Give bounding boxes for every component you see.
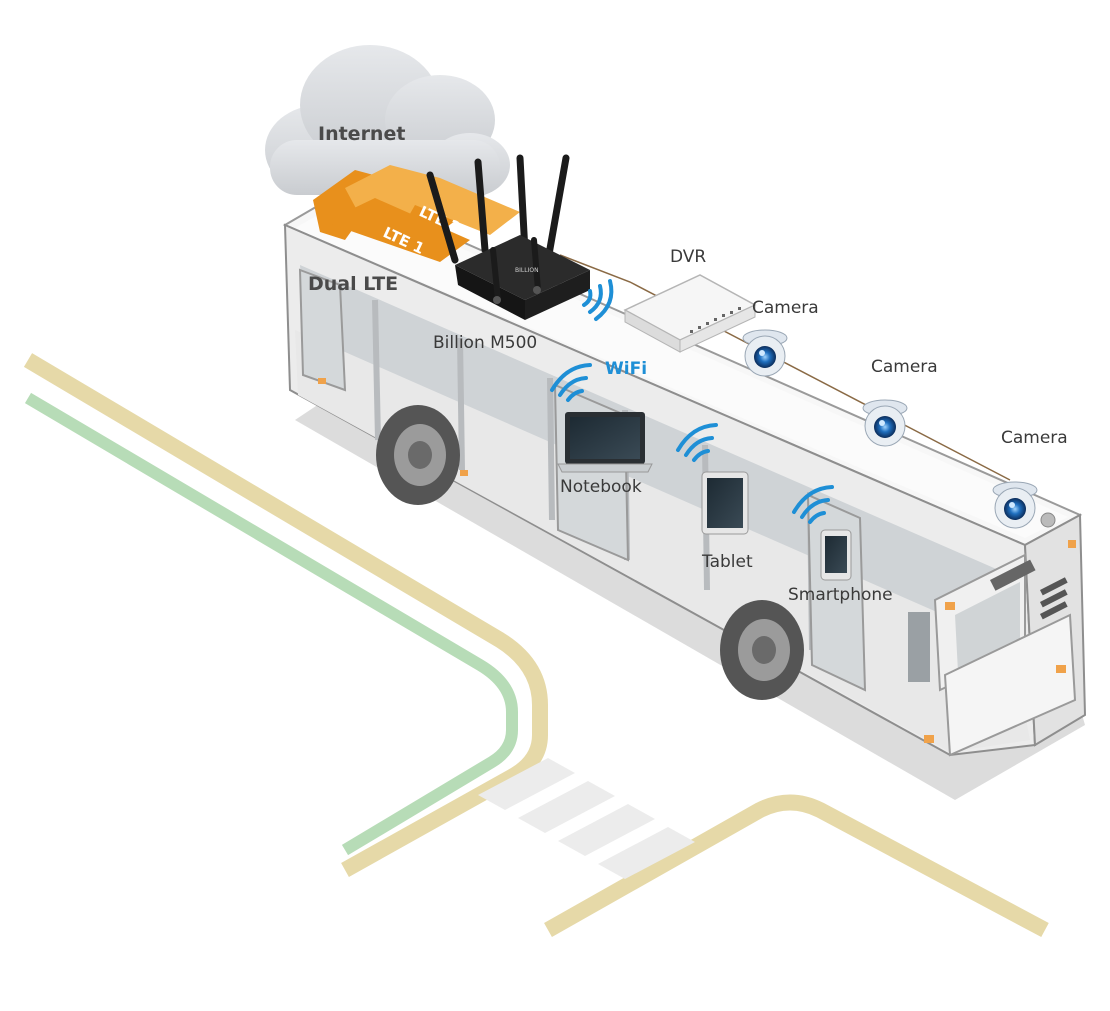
camera-3-icon xyxy=(992,481,1038,529)
wifi-label: WiFi xyxy=(605,359,647,379)
dvr-label: DVR xyxy=(670,247,706,267)
wifi-icon-smartphone xyxy=(792,485,834,524)
router-label: Billion M500 xyxy=(433,333,537,353)
camera-1-icon xyxy=(742,329,788,377)
dvr-icon xyxy=(623,274,757,353)
tablet-label: Tablet xyxy=(701,552,753,572)
wifi-icon-tablet xyxy=(676,423,718,462)
dual-lte-label: Dual LTE xyxy=(308,273,398,295)
crosswalk xyxy=(478,758,695,879)
notebook-label: Notebook xyxy=(560,477,642,497)
router-brand-mark: BILLION xyxy=(515,267,539,274)
cloud-icon xyxy=(265,45,510,197)
rear-wheel xyxy=(720,600,804,700)
wifi-icon-notebook xyxy=(550,363,592,402)
lte-arrows xyxy=(313,165,520,262)
camera-1-label: Camera xyxy=(752,298,819,318)
smartphone-label: Smartphone xyxy=(788,585,893,605)
wifi-icon xyxy=(582,279,614,321)
cloud-label: Internet xyxy=(318,123,405,145)
road-markings xyxy=(23,353,1049,938)
camera-2-label: Camera xyxy=(871,357,938,377)
tablet-icon xyxy=(701,471,749,535)
notebook-icon xyxy=(557,412,653,473)
smartphone-icon xyxy=(820,529,852,581)
front-wheel xyxy=(376,405,460,505)
bus-illustration xyxy=(282,188,1087,757)
camera-2-icon xyxy=(862,399,908,447)
router-icon: BILLION xyxy=(426,154,590,320)
camera-3-label: Camera xyxy=(1001,428,1068,448)
